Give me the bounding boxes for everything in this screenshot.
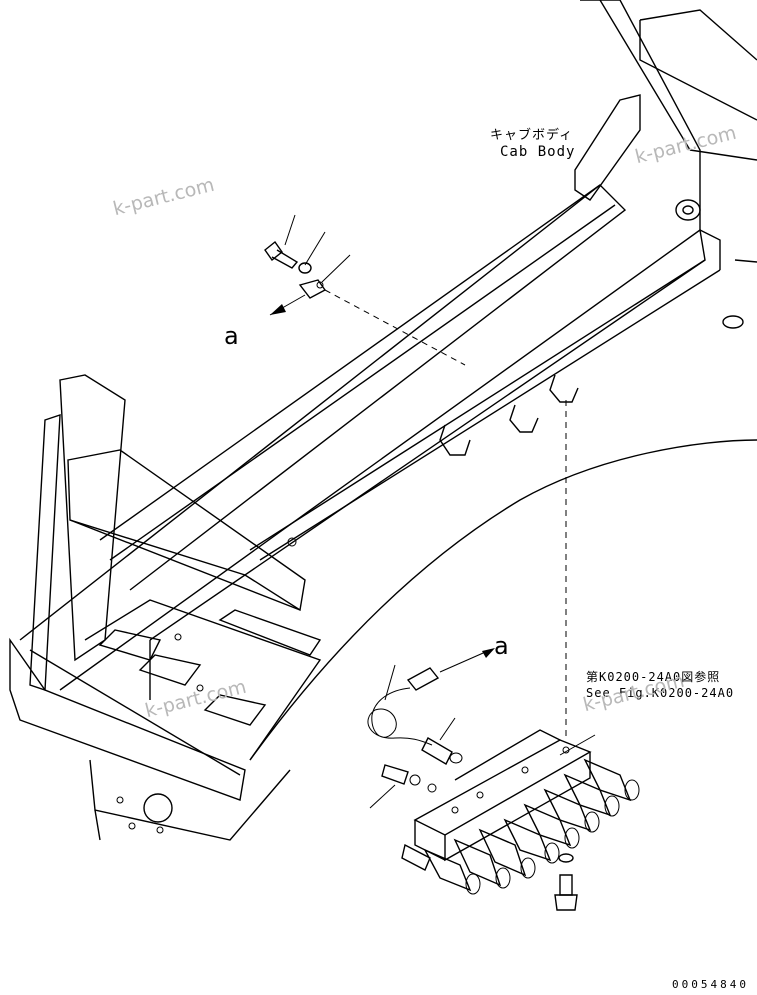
reference-jp-label: 第K0200-24A0図参照 [586, 670, 721, 684]
valve-manifold [401, 729, 640, 895]
view-a-upper-label: a [224, 322, 239, 350]
cab-body-en-label: Cab Body [500, 144, 576, 160]
pressure-sensors [369, 717, 463, 809]
mounting-bolt [554, 400, 596, 911]
main-frame-beam [19, 184, 721, 700]
hose-fittings [401, 758, 640, 895]
harness-clips [439, 374, 579, 456]
cab-body-jp-label: キャブボディ [490, 128, 574, 143]
floor-platform [84, 439, 757, 761]
left-cross-member [9, 374, 306, 841]
cab-body-corner [574, 0, 757, 329]
harness-connector [367, 648, 495, 746]
reference-en-label: See Fig.K0200-24A0 [586, 686, 735, 700]
ground-bolt-assembly [264, 214, 466, 366]
view-a-lower-label: a [494, 632, 509, 660]
drawing-number: 00054840 [672, 978, 749, 991]
